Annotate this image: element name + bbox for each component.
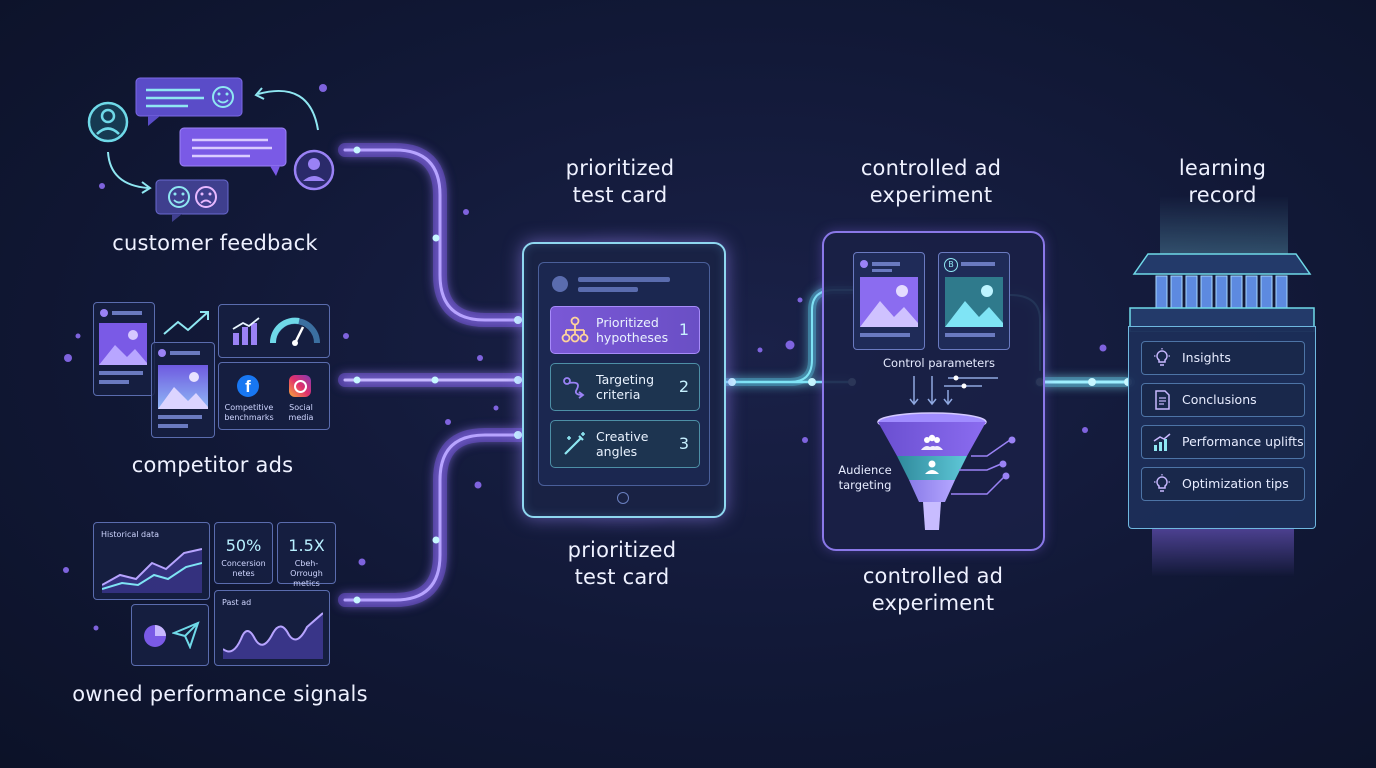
tablet-home-button[interactable] [617, 492, 629, 504]
image-placeholder-icon [99, 323, 147, 365]
historical-data-panel: Historical data [93, 522, 210, 600]
document-icon [1155, 390, 1170, 410]
learning-record-cabinet: Insights Conclusions Performance uplifts… [1128, 326, 1316, 529]
past-ad-panel: Past ad [214, 590, 330, 666]
learning-item-conclusions[interactable]: Conclusions [1141, 383, 1305, 417]
control-parameters-label: Control parameters [883, 356, 995, 370]
chat-bubble-icon [179, 127, 287, 176]
bar-chart-icon [1153, 433, 1171, 451]
test-card-row-label: Creative angles [596, 429, 649, 459]
test-card-row-number: 1 [678, 320, 689, 339]
learning-item-label: Insights [1182, 350, 1231, 365]
audience-funnel-icon [877, 412, 1016, 530]
hierarchy-icon [561, 316, 589, 343]
competitor-ad-card-1 [93, 302, 155, 396]
learning-item-label: Conclusions [1182, 392, 1257, 407]
past-ad-label: Past ad [222, 598, 252, 607]
emoji-bubble-icon [155, 179, 229, 222]
user-avatar-icon [293, 149, 335, 191]
test-card-row-label: Prioritized hypotheses [596, 315, 669, 345]
area-chart-icon [223, 612, 323, 659]
instagram-icon [289, 375, 311, 397]
cycle-arrow-icon [257, 89, 319, 131]
user-avatar-icon [87, 101, 129, 143]
conversion-rate-label: Concersion netes [221, 559, 266, 578]
audience-targeting-label: Audience targeting [838, 463, 892, 492]
learning-record-glow-bottom [1152, 527, 1294, 577]
benchmark-social-panel: f Competitive benchmarks Social media [218, 362, 330, 430]
click-through-panel: 1.5X Cbeh-Orrough metics [277, 522, 336, 588]
bar-chart-icon [232, 317, 260, 345]
experiment-title-top: controlled ad experiment [860, 156, 1002, 207]
test-card-row-label: Targeting criteria [596, 372, 655, 402]
conversion-rate-value: 50% [225, 536, 262, 555]
test-card-tablet: Prioritized hypotheses 1 Targeting crite… [522, 242, 726, 518]
learning-item-insights[interactable]: Insights [1141, 341, 1305, 375]
trend-arrow-icon [163, 311, 209, 335]
chat-bubble-icon [135, 77, 243, 126]
pie-chart-icon [144, 625, 166, 647]
learning-item-optimization-tips[interactable]: Optimization tips [1141, 467, 1305, 501]
attribution-icons-panel [131, 604, 209, 666]
learning-item-label: Optimization tips [1182, 476, 1289, 491]
learning-item-performance-uplifts[interactable]: Performance uplifts [1141, 425, 1305, 459]
file-box-icon [1129, 253, 1315, 332]
variant-b-card: B [938, 252, 1010, 350]
test-card-row-creative[interactable]: Creative angles 3 [550, 420, 700, 468]
test-card-avatar [552, 276, 568, 292]
learning-record-title: learning record [1178, 156, 1267, 207]
learning-item-label: Performance uplifts [1182, 434, 1304, 449]
competitor-ads-label: competitor ads [131, 453, 294, 477]
control-sliders-icon [909, 375, 998, 406]
click-through-label: Cbeh-Orrough metics [290, 559, 323, 588]
click-through-value: 1.5X [288, 536, 325, 555]
test-card-row-targeting[interactable]: Targeting criteria 2 [550, 363, 700, 411]
customer-feedback-illustration [87, 77, 335, 222]
customer-feedback-label: customer feedback [112, 231, 318, 255]
magic-wand-icon [564, 432, 585, 455]
paper-plane-icon [172, 621, 200, 649]
test-card-row-hypotheses[interactable]: Prioritized hypotheses 1 [550, 306, 700, 354]
facebook-icon: f [237, 375, 259, 397]
competitive-benchmarks-label: Competitive benchmarks [224, 403, 274, 422]
variant-b-tag: B [944, 258, 958, 272]
image-placeholder-icon [158, 365, 208, 409]
conversion-rate-panel: 50% Concersion netes [214, 522, 273, 584]
target-route-icon [563, 377, 585, 399]
competitor-ad-card-2 [151, 342, 215, 438]
lightbulb-icon [1154, 474, 1170, 492]
test-card-row-number: 2 [678, 377, 689, 396]
line-chart-icon [102, 548, 202, 593]
experiment-title-bottom: controlled ad experiment [862, 564, 1004, 615]
test-card-title-bottom: prioritized test card [567, 538, 677, 589]
social-media-label: Social media [288, 403, 314, 422]
test-card-title-top: prioritized test card [565, 156, 675, 207]
gauge-icon [269, 317, 320, 346]
image-placeholder-icon [860, 277, 918, 327]
historical-data-label: Historical data [101, 530, 160, 539]
benchmark-metrics-panel [218, 304, 330, 358]
variant-a-card [853, 252, 925, 350]
test-card-row-number: 3 [678, 434, 689, 453]
lightbulb-icon [1154, 348, 1170, 366]
image-placeholder-icon [945, 277, 1003, 327]
cycle-arrow-icon [107, 151, 149, 189]
owned-performance-signals-label: owned performance signals [72, 682, 368, 706]
